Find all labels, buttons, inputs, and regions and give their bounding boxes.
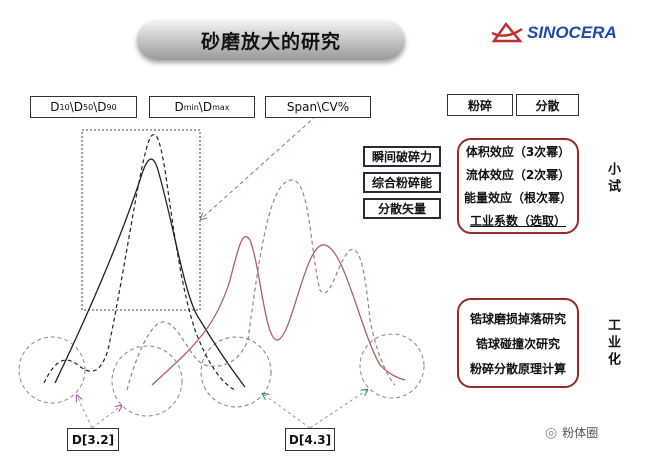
sub-50: 50 [83, 102, 94, 112]
d-label: D [97, 100, 107, 114]
d-label: D [174, 100, 184, 114]
sub-max: max [212, 102, 230, 112]
factor-dispersion-vector: 分散矢量 [363, 198, 441, 219]
watermark-text: 粉体圈 [562, 426, 599, 440]
industrial-item: 锆球碰撞次研究 [475, 336, 560, 351]
d43-arrow-1 [263, 394, 311, 429]
effect-item: 工业系数（选取） [469, 214, 566, 228]
sinocera-logo-icon [491, 21, 523, 43]
sub-10: 10 [59, 102, 70, 112]
small-trial-box: 体积效应（3次幂） 流体效应（2次幂） 能量效应（根次幂） 工业系数（选取） [457, 138, 579, 234]
industrial-item: 粉碎分散原理计算 [469, 361, 566, 376]
d32-arrow-1 [77, 396, 93, 429]
circle-1 [18, 336, 86, 404]
circle-3 [200, 336, 272, 408]
effect-item: 能量效应（根次幂） [463, 191, 572, 205]
circle-4 [359, 333, 425, 399]
sep: \ [69, 100, 74, 114]
small-trial-label: 小试 [605, 162, 620, 196]
d32-arrow-2 [91, 406, 121, 429]
span-cv-box: Span\CV% [265, 96, 371, 118]
industrial-label: 工业化 [605, 318, 620, 369]
effect-item: 流体效应（2次幂） [465, 168, 571, 182]
logo-text: SINOCERA [527, 23, 617, 42]
slide-title: 砂磨放大的研究 [137, 20, 405, 60]
effect-item: 体积效应（3次幂） [465, 145, 571, 159]
d-label: D [73, 100, 84, 114]
circle-2 [111, 345, 183, 417]
d43-label: D[4.3] [285, 428, 335, 451]
black-dashed-curve [43, 133, 236, 391]
tab-crushing[interactable]: 粉碎 [447, 94, 513, 116]
sep: \ [198, 100, 203, 114]
wechat-icon: ◎ [545, 424, 558, 441]
sep: \ [93, 100, 98, 114]
sub-min: min [183, 102, 199, 112]
d43-arrow-2 [309, 390, 367, 429]
span-arrow [201, 115, 317, 219]
d-label: D [202, 100, 213, 114]
sub-90: 90 [106, 102, 117, 112]
logo: SINOCERA [490, 20, 617, 46]
tab-dispersion[interactable]: 分散 [516, 94, 579, 116]
red-solid-curve [151, 236, 406, 386]
industrial-box: 锆球磨损掉落研究 锆球碰撞次研究 粉碎分散原理计算 [457, 298, 579, 388]
watermark: ◎ 粉体圈 [545, 424, 598, 441]
d-label: D [50, 100, 60, 114]
factor-total-energy: 综合粉碎能 [363, 172, 441, 193]
industrial-item: 锆球磨损掉落研究 [469, 311, 566, 326]
focus-rect [81, 129, 201, 311]
pink-dashed-curve [126, 179, 396, 391]
d32-label: D[3.2] [67, 428, 119, 451]
factor-instant-force: 瞬间破碎力 [363, 146, 441, 167]
black-solid-curve [54, 158, 246, 388]
